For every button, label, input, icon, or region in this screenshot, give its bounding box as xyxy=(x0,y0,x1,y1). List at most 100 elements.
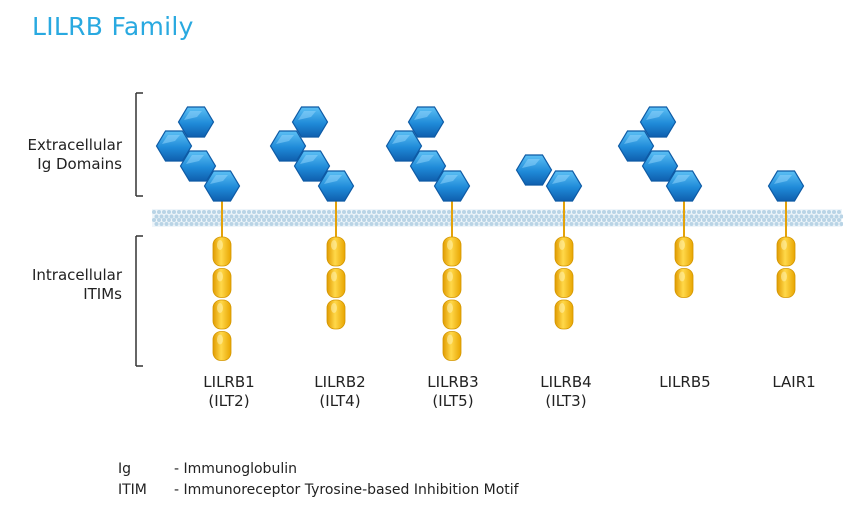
lipid-head xyxy=(367,218,371,222)
ig-domain-highlight xyxy=(210,175,228,184)
receptor-label-lair1: LAIR1 xyxy=(749,373,839,392)
lipid-head xyxy=(419,222,424,226)
lipid-head xyxy=(669,222,674,226)
lipid-head xyxy=(184,222,189,226)
ig-domain-highlight xyxy=(522,159,540,168)
receptor-lilrb4 xyxy=(515,154,583,330)
lipid-head xyxy=(327,218,331,222)
lipid-head xyxy=(489,222,494,226)
lipid-head xyxy=(712,218,716,222)
lipid-head xyxy=(312,210,316,214)
lipid-head xyxy=(704,222,709,226)
lipid-head xyxy=(814,214,819,219)
receptor-label-lilrb5: LILRB5 xyxy=(640,373,730,392)
lipid-head xyxy=(802,210,806,214)
lipid-head xyxy=(744,214,749,219)
lipid-head xyxy=(434,222,439,226)
lipid-head xyxy=(437,210,441,214)
lipid-head xyxy=(544,214,549,219)
receptor-alias: (ILT2) xyxy=(208,392,250,410)
lipid-head xyxy=(804,222,809,226)
lipid-head xyxy=(177,218,181,222)
lipid-head xyxy=(792,210,796,214)
lipid-head xyxy=(317,210,321,214)
lipid-head xyxy=(714,222,719,226)
lipid-head xyxy=(469,222,474,226)
lipid-head xyxy=(822,210,826,214)
lipid-head xyxy=(604,214,609,219)
lipid-head xyxy=(247,210,251,214)
lipid-head xyxy=(384,214,389,219)
lipid-head xyxy=(442,210,446,214)
lipid-head xyxy=(394,214,399,219)
lipid-head xyxy=(662,210,666,214)
receptor-label-lilrb3: LILRB3 (ILT5) xyxy=(408,373,498,411)
lipid-head xyxy=(539,222,544,226)
receptor-lilrb3 xyxy=(385,106,471,361)
lipid-head xyxy=(642,210,646,214)
lipid-head xyxy=(477,210,481,214)
lipid-head xyxy=(719,214,724,219)
lipid-head xyxy=(414,214,419,219)
lipid-head xyxy=(667,210,671,214)
lipid-head xyxy=(632,210,636,214)
lipid-head xyxy=(274,214,279,219)
lipid-head xyxy=(689,214,694,219)
lipid-head xyxy=(552,210,556,214)
ig-domain-highlight xyxy=(298,111,316,120)
lipid-head xyxy=(339,222,344,226)
lipid-head xyxy=(347,210,351,214)
lipid-head xyxy=(494,222,499,226)
lipid-head xyxy=(777,210,781,214)
ig-domain xyxy=(409,150,447,182)
receptor-name: LILRB1 xyxy=(203,373,255,391)
lipid-head xyxy=(764,214,769,219)
lipid-head xyxy=(679,214,684,219)
ig-domain-highlight xyxy=(646,111,664,120)
ig-domain xyxy=(293,150,331,182)
lipid-head xyxy=(157,210,161,214)
lipid-head xyxy=(489,214,494,219)
lipid-head xyxy=(387,210,391,214)
lipid-head xyxy=(512,210,516,214)
lipid-head xyxy=(642,218,646,222)
lipid-head xyxy=(402,218,406,222)
itim-highlight xyxy=(331,271,337,282)
lipid-head xyxy=(427,210,431,214)
lipid-head xyxy=(694,214,699,219)
legend-text: - Immunoreceptor Tyrosine-based Inhibiti… xyxy=(174,482,519,498)
lipid-head xyxy=(324,222,329,226)
lipid-head xyxy=(187,210,191,214)
lipid-head xyxy=(359,214,364,219)
lipid-head xyxy=(417,218,421,222)
lipid-head xyxy=(174,214,179,219)
lipid-head xyxy=(302,218,306,222)
lipid-head xyxy=(292,210,296,214)
lipid-head xyxy=(367,210,371,214)
legend-abbr: ITIM xyxy=(118,482,147,498)
lipid-head xyxy=(229,222,234,226)
lipid-head xyxy=(819,222,824,226)
lipid-head xyxy=(544,222,549,226)
lipid-head xyxy=(424,214,429,219)
lipid-head xyxy=(649,222,654,226)
lipid-head xyxy=(154,214,159,219)
lipid-head xyxy=(269,214,274,219)
lipid-head xyxy=(824,222,829,226)
itim-highlight xyxy=(447,240,453,250)
lipid-head xyxy=(422,210,426,214)
legend-text: - Immunoglobulin xyxy=(174,461,297,477)
lipid-head xyxy=(357,218,361,222)
lipid-head xyxy=(354,222,359,226)
lipid-head xyxy=(537,218,541,222)
lipid-head xyxy=(594,214,599,219)
lipid-head xyxy=(629,214,634,219)
lipid-head xyxy=(427,218,431,222)
lipid-head xyxy=(484,214,489,219)
lipid-head xyxy=(179,222,184,226)
receptor-lilrb2 xyxy=(269,106,355,330)
lipid-head xyxy=(372,210,376,214)
lipid-head xyxy=(207,210,211,214)
lipid-head xyxy=(224,222,229,226)
